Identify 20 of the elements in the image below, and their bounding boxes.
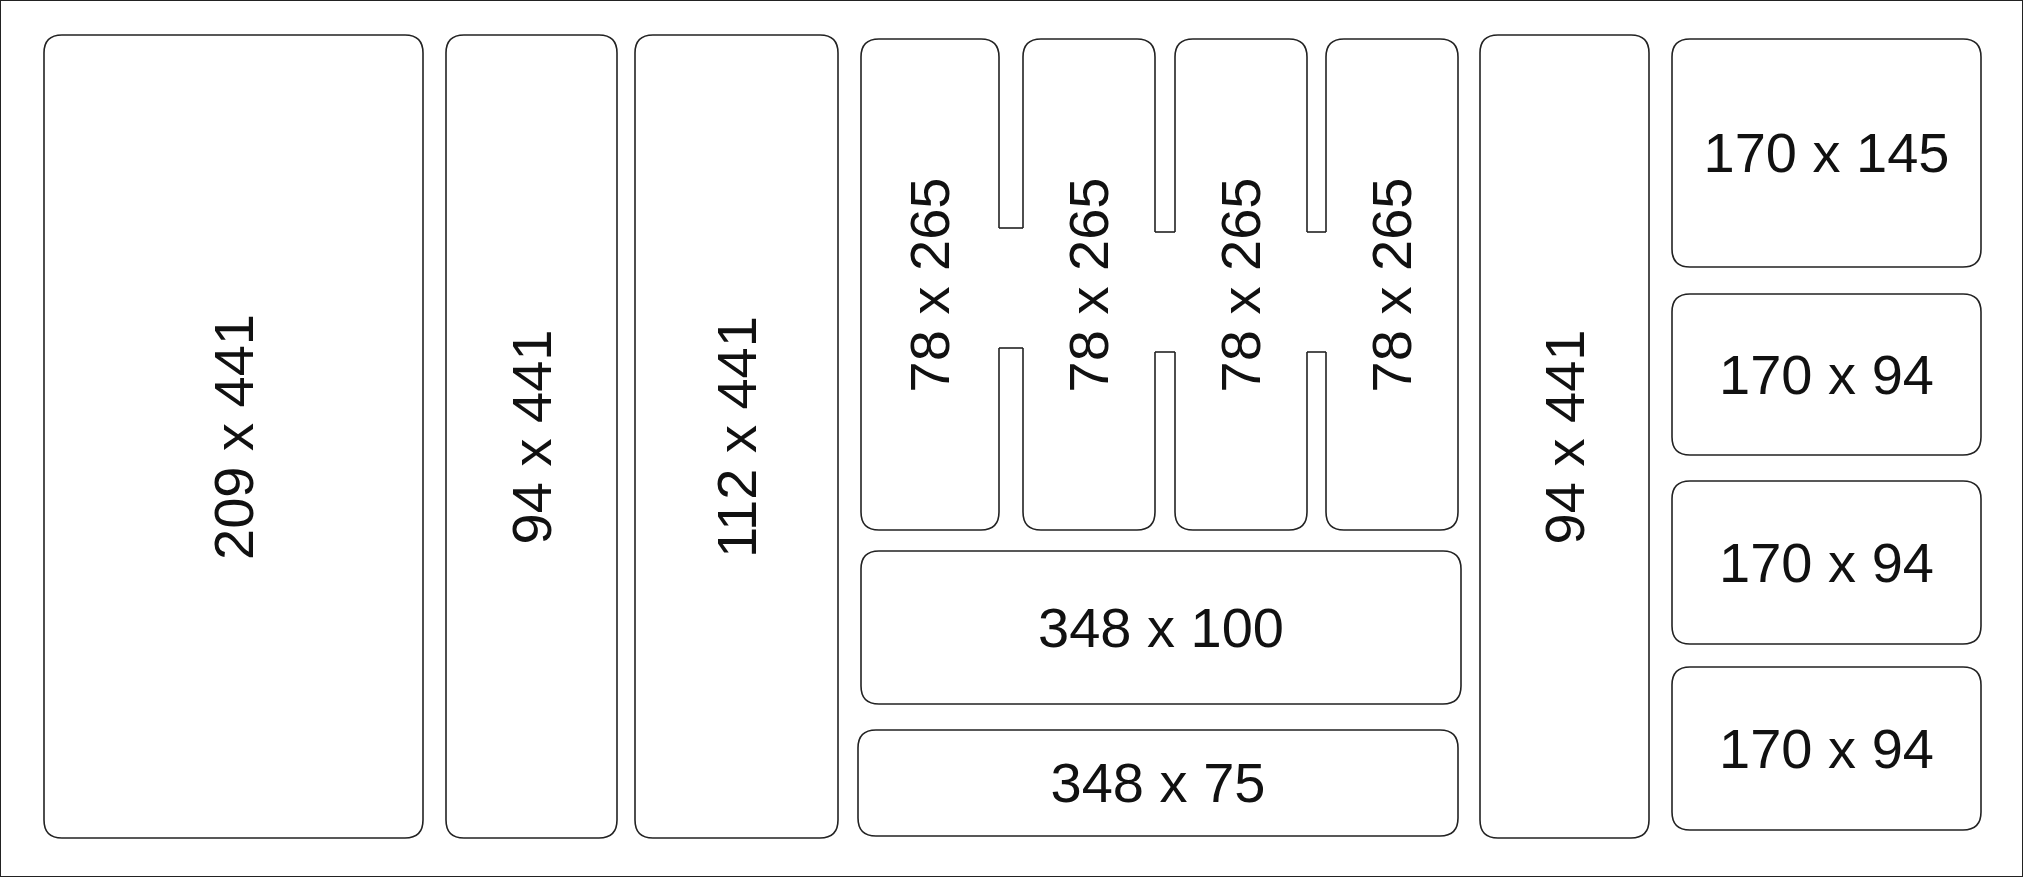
dimension-label: 170 x 145 bbox=[1703, 125, 1950, 181]
dimension-label: 78 x 265 bbox=[1061, 177, 1117, 392]
dimension-label: 209 x 441 bbox=[205, 313, 262, 560]
dimension-label: 78 x 265 bbox=[902, 177, 958, 392]
dimension-label: 348 x 75 bbox=[1050, 755, 1266, 811]
dimension-label: 348 x 100 bbox=[1038, 599, 1284, 656]
dimension-label: 94 x 441 bbox=[1536, 329, 1593, 544]
dimension-label: 112 x 441 bbox=[708, 315, 765, 558]
dimension-label: 78 x 265 bbox=[1364, 177, 1420, 392]
dimension-label: 170 x 94 bbox=[1719, 534, 1934, 591]
dimension-label: 170 x 94 bbox=[1719, 720, 1934, 777]
dimension-label: 170 x 94 bbox=[1719, 346, 1934, 403]
connector-line bbox=[1306, 231, 1327, 233]
dimension-label: 78 x 265 bbox=[1213, 177, 1269, 392]
dimension-label: 94 x 441 bbox=[503, 329, 560, 544]
connector-line bbox=[998, 347, 1024, 349]
connector-line bbox=[998, 227, 1024, 229]
connector-line bbox=[1306, 351, 1327, 353]
connector-line bbox=[1154, 351, 1176, 353]
connector-line bbox=[1154, 231, 1176, 233]
